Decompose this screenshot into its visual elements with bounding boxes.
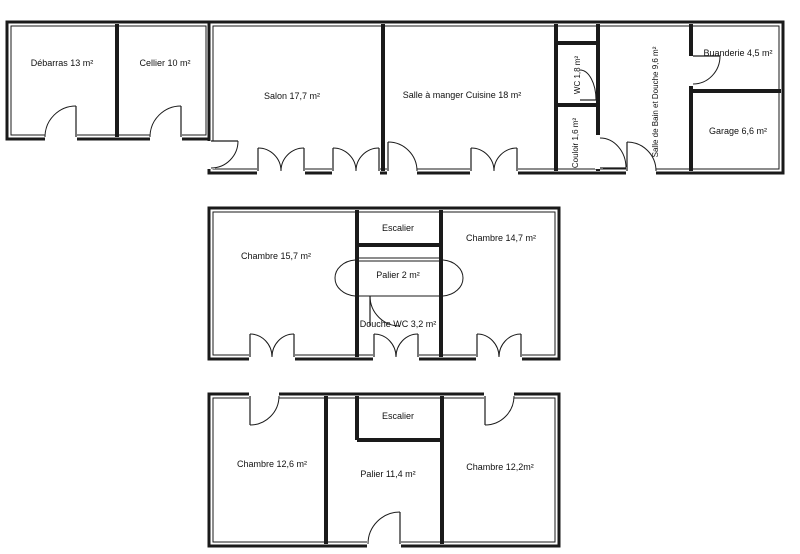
door[interactable]	[387, 141, 418, 175]
room-label-debarras: Débarras 13 m²	[31, 58, 94, 68]
door[interactable]	[484, 392, 515, 426]
room-label-wc: WC 1,8 m²	[573, 56, 582, 95]
double-door[interactable]	[442, 259, 464, 297]
double-door[interactable]	[249, 333, 295, 361]
second-floor: Chambre 12,6 m² Escalier Palier 11,4 m² …	[207, 392, 561, 548]
room-label-chambre-2: Chambre 14,7 m²	[466, 233, 536, 243]
room-label-cellier: Cellier 10 m²	[139, 58, 190, 68]
room-label-sdb: Salle de Bain et Douche 9,6 m²	[651, 46, 660, 157]
first-floor-wall	[207, 206, 561, 361]
room-label-escalier-2: Escalier	[382, 411, 414, 421]
door[interactable]	[149, 105, 182, 141]
storage-block-inner-wall	[10, 25, 207, 136]
door[interactable]	[576, 69, 597, 101]
first-floor: Chambre 15,7 m² Escalier Chambre 14,7 m²…	[207, 206, 561, 361]
room-label-buanderie: Buanderie 4,5 m²	[703, 48, 772, 58]
door[interactable]	[369, 295, 401, 327]
ground-floor: Débarras 13 m² Cellier 10 m² Salon 17,7 …	[5, 20, 785, 175]
room-label-palier-2: Palier 11,4 m²	[360, 469, 415, 479]
room-label-palier-1: Palier 2 m²	[376, 270, 420, 280]
door[interactable]	[44, 105, 77, 141]
door[interactable]	[249, 392, 280, 426]
door[interactable]	[367, 511, 401, 548]
room-label-chambre-3: Chambre 12,6 m²	[237, 459, 307, 469]
door[interactable]	[595, 135, 627, 169]
double-door[interactable]	[476, 333, 522, 361]
double-door[interactable]	[332, 147, 380, 175]
room-label-douche-wc: Douche WC 3,2 m²	[360, 319, 437, 329]
room-label-chambre-1: Chambre 15,7 m²	[241, 251, 311, 261]
room-label-chambre-4: Chambre 12,2m²	[466, 462, 534, 472]
room-label-salle-manger: Salle à manger Cuisine 18 m²	[403, 90, 522, 100]
double-door[interactable]	[373, 333, 419, 361]
double-door[interactable]	[470, 147, 518, 175]
double-door[interactable]	[257, 147, 305, 175]
door[interactable]	[688, 55, 721, 86]
storage-block-wall	[5, 20, 212, 141]
room-label-salon: Salon 17,7 m²	[264, 91, 320, 101]
room-label-escalier-1: Escalier	[382, 223, 414, 233]
door[interactable]	[207, 140, 239, 169]
room-label-couloir: Couloir 1,6 m²	[571, 118, 580, 169]
double-door[interactable]	[334, 259, 356, 297]
door[interactable]	[626, 141, 657, 175]
room-label-garage: Garage 6,6 m²	[709, 126, 767, 136]
